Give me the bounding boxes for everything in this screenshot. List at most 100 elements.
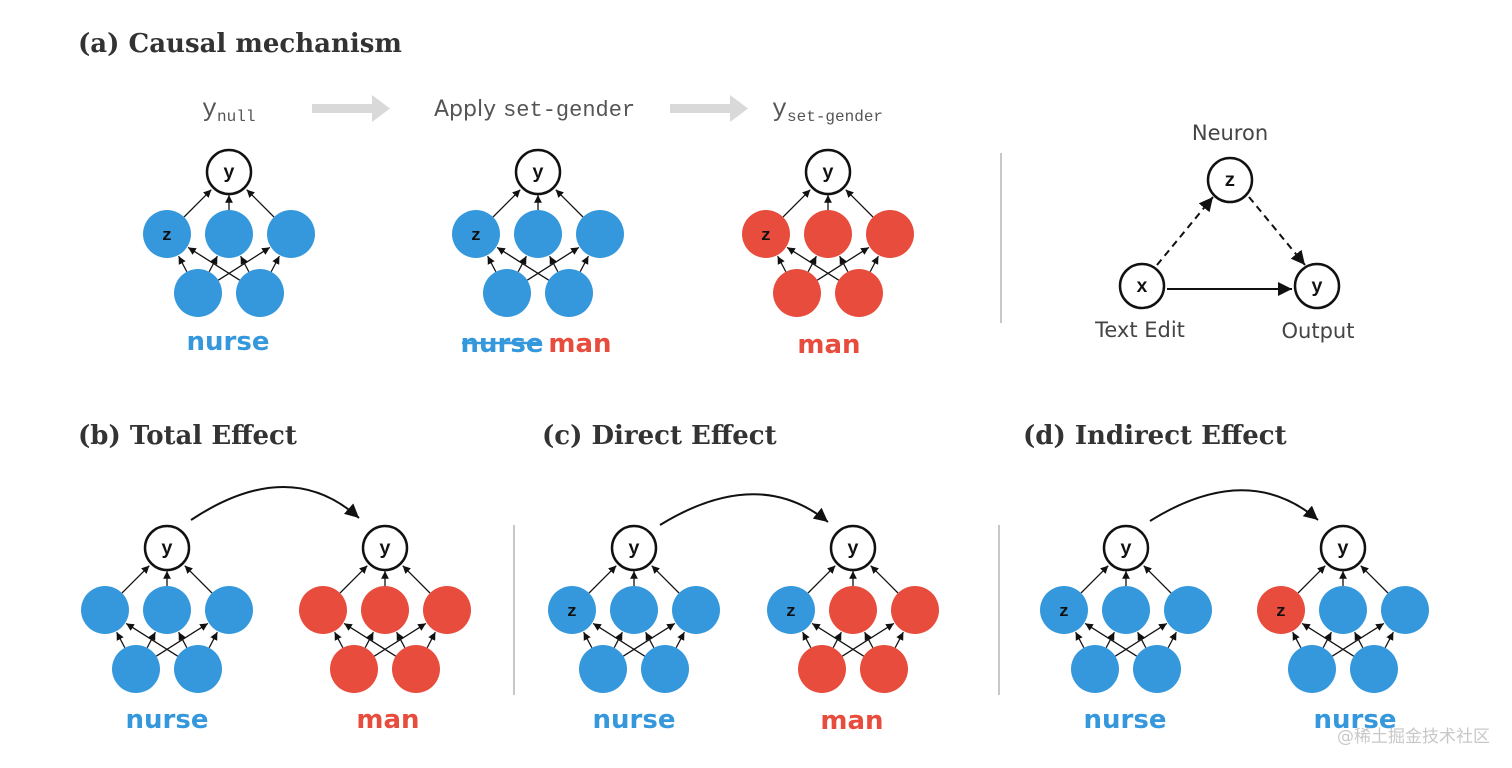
edge-input-to-hidden bbox=[869, 255, 879, 273]
output-node-label: y bbox=[379, 538, 391, 560]
neuron-z-node bbox=[742, 210, 790, 258]
word-b-right: man bbox=[356, 705, 419, 735]
output-node-label: y bbox=[822, 162, 834, 184]
edge-input-to-hidden bbox=[187, 246, 241, 281]
input-node bbox=[798, 645, 846, 693]
word-a3-man: man bbox=[797, 330, 860, 360]
y-set-gender-label: yset-gender bbox=[772, 95, 883, 126]
hidden-node bbox=[1381, 586, 1429, 634]
edge-input-to-hidden bbox=[675, 631, 685, 649]
edge-hidden-to-y bbox=[807, 565, 836, 594]
edge-input-to-hidden bbox=[811, 622, 865, 657]
curve-arrow-d bbox=[1149, 489, 1319, 522]
edge-hidden-to-y bbox=[1360, 565, 1389, 594]
output-node-y bbox=[361, 524, 409, 572]
network-d-right: yz bbox=[1257, 524, 1429, 693]
input-node bbox=[1133, 645, 1181, 693]
flow-arrow-1 bbox=[312, 95, 390, 122]
output-node-y bbox=[514, 148, 562, 196]
input-node bbox=[392, 645, 440, 693]
output-node-label: y bbox=[847, 538, 859, 560]
edge-input-to-hidden bbox=[549, 255, 559, 273]
edge-input-to-hidden bbox=[777, 255, 787, 273]
apply-set-gender-label: Apply set-gender bbox=[434, 97, 635, 123]
edge-input-to-hidden bbox=[1384, 631, 1394, 649]
curve-arrow-b bbox=[190, 486, 360, 521]
hidden-node bbox=[866, 210, 914, 258]
hidden-node bbox=[514, 210, 562, 258]
edge-input-to-hidden bbox=[1084, 622, 1138, 657]
edge-hidden-to-y bbox=[845, 189, 874, 218]
edge-hidden-to-y bbox=[339, 565, 368, 594]
dag-node-x bbox=[1118, 262, 1166, 310]
output-node-label: y bbox=[1120, 538, 1132, 560]
edge-hidden-to-y bbox=[1080, 565, 1109, 594]
input-node bbox=[860, 645, 908, 693]
network-c-right: yz bbox=[767, 524, 939, 693]
mini-causal-dag: z x y Neuron Text Edit Output bbox=[1094, 121, 1354, 343]
edge-input-to-hidden bbox=[802, 631, 812, 649]
dag-text-edit-label: Text Edit bbox=[1094, 318, 1185, 342]
section-a-title: (a) Causal mechanism bbox=[78, 29, 402, 59]
edge-input-to-hidden bbox=[839, 255, 849, 273]
word-d-left: nurse bbox=[1084, 705, 1167, 735]
output-node-label: y bbox=[628, 538, 640, 560]
dag-output-label: Output bbox=[1282, 319, 1355, 343]
network-b-right: y bbox=[299, 524, 471, 693]
output-node-label: y bbox=[223, 162, 235, 184]
neuron-z-node bbox=[143, 210, 191, 258]
svg-text:z: z bbox=[1224, 170, 1235, 192]
hidden-node bbox=[1319, 586, 1367, 634]
edge-input-to-hidden bbox=[426, 631, 436, 649]
network-c-left: yz bbox=[548, 524, 720, 693]
output-node-label: y bbox=[161, 538, 173, 560]
input-node bbox=[174, 269, 222, 317]
hidden-node bbox=[829, 586, 877, 634]
output-node-y bbox=[143, 524, 191, 572]
neuron-z-node bbox=[452, 210, 500, 258]
word-b-left: nurse bbox=[126, 705, 209, 735]
hidden-node bbox=[267, 210, 315, 258]
edge-input-to-hidden bbox=[116, 631, 126, 649]
hidden-node bbox=[361, 586, 409, 634]
edge-input-to-hidden bbox=[125, 622, 179, 657]
input-node bbox=[174, 645, 222, 693]
word-a2-struck-nurse: nurse bbox=[461, 329, 544, 359]
edge-input-to-hidden bbox=[208, 631, 218, 649]
output-node-y bbox=[205, 148, 253, 196]
edge-input-to-hidden bbox=[178, 255, 188, 273]
neuron-z-label: z bbox=[1276, 603, 1286, 622]
neuron-z-node bbox=[1257, 586, 1305, 634]
watermark: @稀土掘金技术社区 bbox=[1337, 727, 1490, 747]
network-a-null: yz bbox=[143, 148, 315, 317]
edge-hidden-to-y bbox=[782, 189, 811, 218]
hidden-node bbox=[672, 586, 720, 634]
word-a2-man: man bbox=[548, 329, 611, 359]
edge-input-to-hidden bbox=[1167, 631, 1177, 649]
flow-arrow-2 bbox=[670, 95, 748, 122]
neuron-z-label: z bbox=[567, 603, 577, 622]
edge-input-to-hidden bbox=[645, 631, 655, 649]
hidden-node bbox=[891, 586, 939, 634]
hidden-node bbox=[143, 586, 191, 634]
edge-hidden-to-y bbox=[184, 565, 213, 594]
section-b-title: (b) Total Effect bbox=[78, 421, 297, 451]
dag-node-y bbox=[1293, 262, 1341, 310]
edge-hidden-to-y bbox=[555, 189, 584, 218]
input-node bbox=[641, 645, 689, 693]
edge-hidden-to-y bbox=[402, 565, 431, 594]
edge-hidden-to-y bbox=[121, 565, 150, 594]
edge-input-to-hidden bbox=[894, 631, 904, 649]
edge-hidden-to-y bbox=[588, 565, 617, 594]
edge-hidden-to-y bbox=[651, 565, 680, 594]
hidden-node bbox=[1102, 586, 1150, 634]
output-node-y bbox=[1319, 524, 1367, 572]
curve-arrow-c bbox=[659, 493, 829, 526]
edge-input-to-hidden bbox=[396, 631, 406, 649]
hidden-node bbox=[423, 586, 471, 634]
input-node bbox=[773, 269, 821, 317]
edge-input-to-hidden bbox=[270, 255, 280, 273]
word-c-left: nurse bbox=[593, 705, 676, 735]
hidden-node bbox=[804, 210, 852, 258]
